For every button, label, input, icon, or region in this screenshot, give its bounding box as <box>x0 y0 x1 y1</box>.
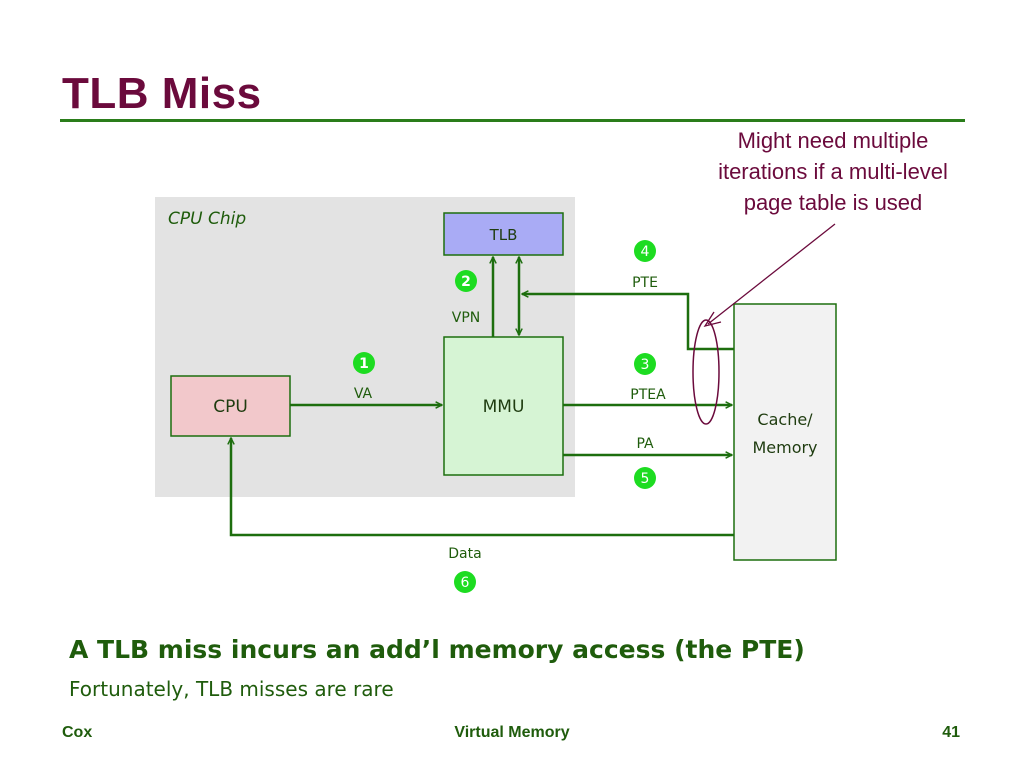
step-badge-2: 2 <box>455 270 477 292</box>
memory-box <box>733 303 837 561</box>
step-1-number: 1 <box>359 356 369 372</box>
data-return-arrow <box>231 438 734 537</box>
main-point: A TLB miss incurs an add’l memory access… <box>69 635 805 664</box>
tlb-box <box>443 212 564 256</box>
title-divider <box>60 119 965 122</box>
step-badge-5: 5 <box>634 467 656 489</box>
sub-point: Fortunately, TLB misses are rare <box>69 677 394 701</box>
pte-label: PTE <box>632 275 658 291</box>
callout-line-3: page table is used <box>743 190 923 215</box>
mmu-box <box>443 336 564 476</box>
step-badge-4: 4 <box>634 240 656 262</box>
step-badge-1: 1 <box>353 352 375 374</box>
slide-title: TLB Miss <box>62 69 262 118</box>
iteration-loop-ellipse <box>692 319 720 425</box>
callout-note: Might need multiple iterations if a mult… <box>690 125 976 218</box>
va-label: VA <box>354 386 373 402</box>
ptea-label: PTEA <box>630 387 666 403</box>
pte-return-arrow <box>522 294 734 351</box>
footer-topic: Virtual Memory <box>454 724 570 741</box>
memory-label-line-1: Cache/ <box>757 410 813 429</box>
step-5-number: 5 <box>641 471 650 487</box>
step-3-number: 3 <box>641 357 650 373</box>
step-6-number: 6 <box>461 575 470 591</box>
cpu-chip-label: CPU Chip <box>168 209 246 229</box>
memory-label-line-2: Memory <box>752 438 817 457</box>
cpu-label: CPU <box>213 397 248 417</box>
data-label: Data <box>448 546 481 562</box>
mmu-label: MMU <box>483 397 525 417</box>
step-2-number: 2 <box>461 274 471 290</box>
step-badge-6: 6 <box>454 571 476 593</box>
callout-pointer <box>707 223 836 325</box>
cpu-box <box>170 375 291 437</box>
footer-page-number: 41 <box>942 724 960 741</box>
pa-label: PA <box>636 436 654 452</box>
step-badge-3: 3 <box>634 353 656 375</box>
callout-pointer-head <box>703 311 722 328</box>
footer-author: Cox <box>62 724 93 741</box>
tlb-label: TLB <box>489 226 518 244</box>
vpn-label: VPN <box>452 310 481 326</box>
step-4-number: 4 <box>641 244 650 260</box>
callout-line-2: iterations if a multi-level <box>718 159 948 184</box>
callout-line-1: Might need multiple <box>737 128 929 153</box>
